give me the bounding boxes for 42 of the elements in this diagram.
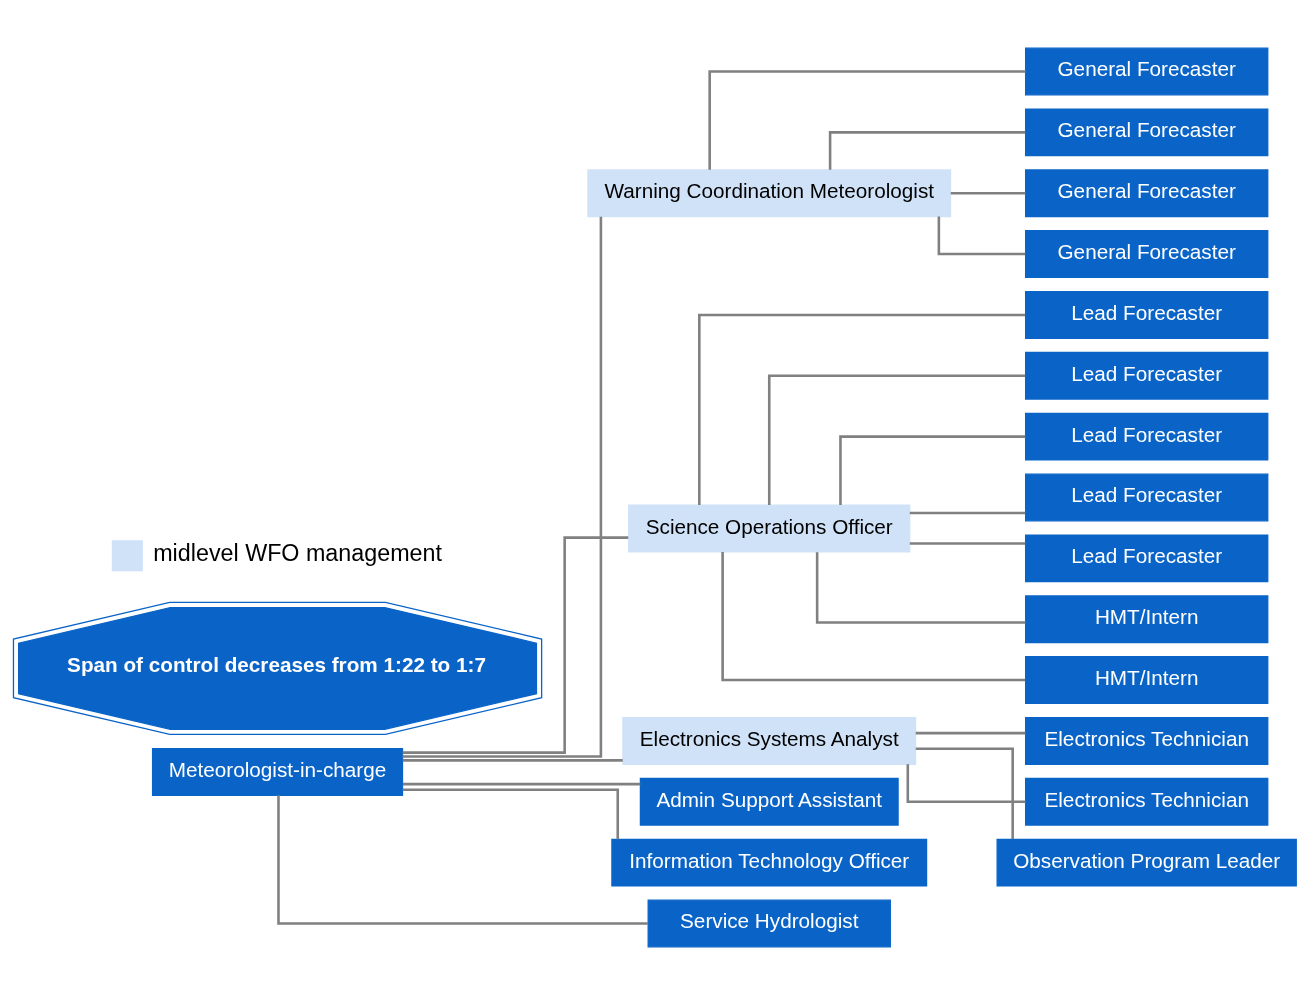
node-box: Electronics Systems Analyst (622, 717, 917, 765)
node-box: Electronics Technician (1024, 777, 1269, 826)
connector (402, 216, 603, 758)
connector (909, 511, 1026, 515)
connector (402, 759, 623, 762)
node-box: Service Hydrologist (647, 899, 891, 948)
node-box: General Forecaster (1024, 47, 1269, 96)
legend-label: midlevel WFO management (153, 540, 442, 567)
node-box: Lead Forecaster (1024, 351, 1269, 400)
node-box: General Forecaster (1024, 108, 1269, 157)
connector (277, 795, 648, 925)
node-box: Lead Forecaster (1024, 412, 1269, 461)
connector (402, 788, 620, 840)
connector (915, 731, 1026, 735)
node-box: Lead Forecaster (1024, 534, 1269, 583)
connector (839, 435, 1026, 505)
node-box: HMT/Intern (1024, 595, 1269, 644)
connector (828, 131, 1026, 170)
node-box: Lead Forecaster (1024, 290, 1269, 339)
node-box: Warning Coordination Meteorologist (587, 169, 952, 218)
connector (950, 191, 1026, 195)
connector (767, 374, 1026, 506)
connector (402, 536, 629, 754)
node-box: Lead Forecaster (1024, 473, 1269, 522)
connector (402, 782, 641, 786)
connector (909, 542, 1026, 545)
node-box: Science Operations Officer (628, 504, 911, 553)
node-box: General Forecaster (1024, 230, 1269, 278)
node-box: Meteorologist-in-charge (151, 748, 404, 796)
connector (708, 70, 1026, 170)
connector (698, 313, 1026, 505)
node-box: HMT/Intern (1024, 656, 1269, 705)
connector (815, 552, 1026, 624)
node-box: Electronics Technician (1024, 717, 1269, 765)
connector (721, 551, 1026, 682)
node-box: Observation Program Leader (996, 838, 1297, 887)
connector (915, 747, 1014, 840)
connector (937, 216, 1026, 256)
node-box: Information Technology Officer (611, 838, 928, 887)
connector (906, 764, 1026, 804)
node-box: General Forecaster (1024, 169, 1269, 218)
node-box: Admin Support Assistant (639, 777, 899, 826)
